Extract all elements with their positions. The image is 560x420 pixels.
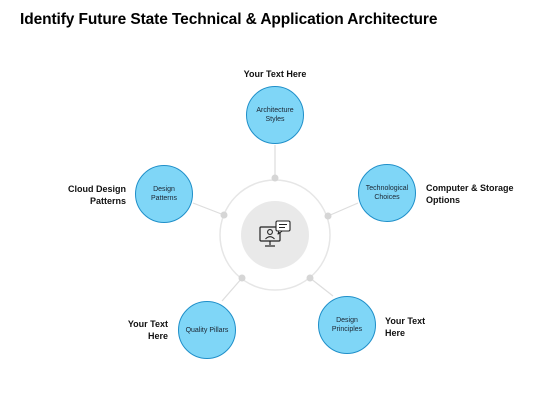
connector-bottom-right <box>309 277 334 297</box>
monitor-chat-user-icon <box>259 220 291 247</box>
caption-architecture-styles: Your Text Here <box>243 69 307 79</box>
connector-dot-bottom-left <box>238 274 246 282</box>
node-design-patterns: Design Patterns <box>135 165 193 223</box>
node-label: Architecture Styles <box>256 107 294 123</box>
caption-technological-choices: Computer & Storage Options <box>426 183 514 205</box>
caption-design-patterns: Cloud Design Patterns <box>68 184 126 206</box>
connector-dot-bottom-right <box>306 274 314 282</box>
node-label: Design Patterns <box>150 186 178 202</box>
node-design-principles: Design Principles <box>318 296 376 354</box>
node-technological-choices: Technological Choices <box>358 164 416 222</box>
connector-dot-left <box>220 211 228 219</box>
node-quality-pillars: Quality Pillars <box>178 301 236 359</box>
node-architecture-styles: Architecture Styles <box>246 86 304 144</box>
page-title: Identify Future State Technical & Applic… <box>20 11 438 28</box>
caption-design-principles: Your Text Here <box>385 316 426 338</box>
hub-circle <box>241 201 309 269</box>
connector-bottom-left <box>221 277 243 302</box>
node-label: Quality Pillars <box>185 326 229 334</box>
connector-dot-right <box>324 212 332 220</box>
caption-quality-pillars: Your Text Here <box>127 319 168 341</box>
connector-left <box>192 202 225 216</box>
node-label: Technological Choices <box>365 185 409 201</box>
connector-right <box>327 202 359 217</box>
node-label: Design Principles <box>331 317 363 333</box>
connector-dot-top <box>271 174 279 182</box>
